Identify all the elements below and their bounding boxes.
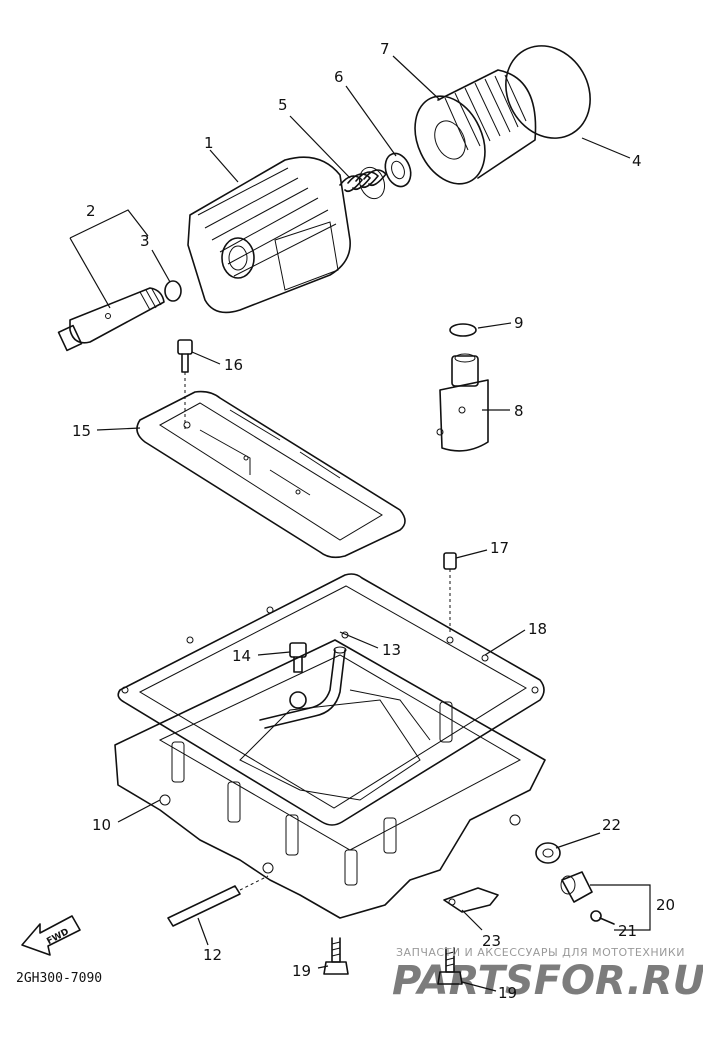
callout-9: 9 <box>514 314 524 332</box>
part-oil-strainer <box>136 390 406 559</box>
callout-19-right: 19 <box>498 984 517 1002</box>
callout-12: 12 <box>203 946 222 964</box>
part-level-switch <box>560 871 593 903</box>
part-spring <box>339 166 387 200</box>
part-bolt-left <box>323 937 349 975</box>
part-o-ring-large <box>505 45 591 139</box>
part-plug-small <box>443 552 457 632</box>
callout-labels: 1 2 3 4 5 6 7 8 9 10 12 13 14 15 16 17 1… <box>72 40 675 1002</box>
part-screw-small <box>590 910 615 925</box>
callout-10: 10 <box>92 816 111 834</box>
part-filter-bolt <box>57 287 165 352</box>
part-drain-washer <box>535 842 561 864</box>
forward-arrow-icon: FWD <box>21 915 81 956</box>
callout-19-left: 19 <box>292 962 311 980</box>
leader-lines <box>69 55 651 992</box>
figure-code: 2GH300-7090 <box>16 971 102 986</box>
part-bolt-strainer <box>177 339 193 430</box>
part-dowel-pin <box>167 875 269 927</box>
watermark: ЗАПЧАСТИ И АКСЕССУАРЫ ДЛЯ МОТОТЕХНИКИ PA… <box>392 946 703 1004</box>
callout-23: 23 <box>482 932 501 950</box>
callout-5: 5 <box>278 96 288 114</box>
callout-18: 18 <box>528 620 547 638</box>
callout-14: 14 <box>232 647 251 665</box>
callout-8: 8 <box>514 402 524 420</box>
watermark-logo: PARTSFOR.RU <box>392 958 703 1004</box>
part-bolt-right <box>437 947 463 985</box>
forward-label: FWD <box>45 927 70 947</box>
callout-7: 7 <box>380 40 390 58</box>
part-oil-pipe <box>259 646 347 729</box>
callout-16: 16 <box>224 356 243 374</box>
callout-22: 22 <box>602 816 621 834</box>
callout-2: 2 <box>86 202 96 220</box>
callout-1: 1 <box>204 134 214 152</box>
part-bracket <box>443 887 499 913</box>
callout-6: 6 <box>334 68 344 86</box>
part-o-ring-small <box>164 280 182 302</box>
callout-13: 13 <box>382 641 401 659</box>
callout-15: 15 <box>72 422 91 440</box>
part-oil-filter-cover <box>187 156 351 314</box>
part-relief-valve <box>436 353 489 452</box>
callout-3: 3 <box>140 232 150 250</box>
part-oil-pan <box>114 639 546 919</box>
part-o-ring-valve <box>449 323 477 337</box>
callout-17: 17 <box>490 539 509 557</box>
callout-21: 21 <box>618 922 637 940</box>
part-oil-pan-gasket <box>117 573 545 826</box>
callout-20: 20 <box>656 896 675 914</box>
watermark-tagline: ЗАПЧАСТИ И АКСЕССУАРЫ ДЛЯ МОТОТЕХНИКИ <box>396 946 685 959</box>
callout-4: 4 <box>632 152 642 170</box>
part-washer <box>384 152 412 188</box>
part-oil-filter-element <box>414 69 537 185</box>
